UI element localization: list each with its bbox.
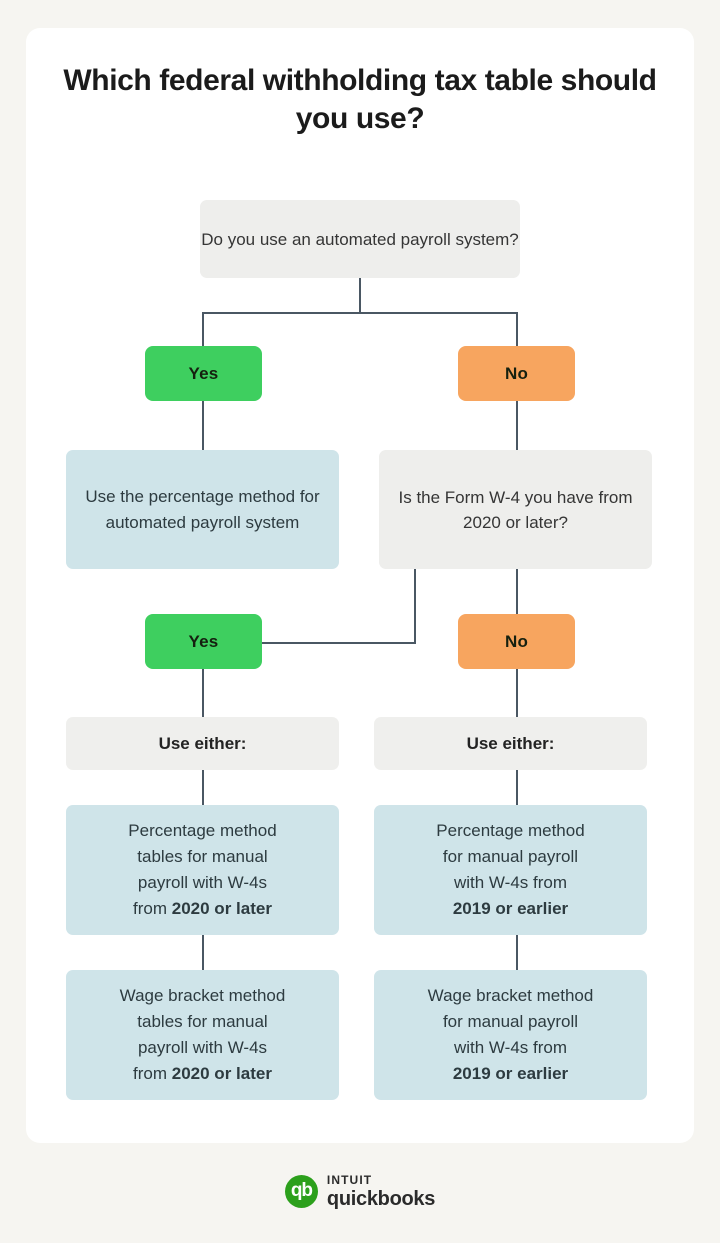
question-form-w4-year-text: Is the Form W-4 you have from 2020 or la…	[398, 487, 633, 532]
answer-no-automated-payroll[interactable]: No	[458, 346, 575, 401]
option-left-wage-bracket-method: Wage bracket method tables for manual pa…	[66, 970, 339, 1100]
connector-q1-to-no	[516, 312, 518, 347]
question-form-w4-year: Is the Form W-4 you have from 2020 or la…	[379, 450, 652, 569]
option-right-wage-line4-bold: 2019 or earlier	[452, 1064, 569, 1083]
option-left-percentage-line4-plain: from	[133, 899, 172, 918]
logo-quickbooks-text: quickbooks	[326, 1188, 436, 1210]
logo-wordmark: INTUIT quickbooks	[327, 1174, 435, 1209]
connector-q2-yes-left	[262, 642, 416, 644]
logo-intuit-text: INTUIT	[326, 1173, 373, 1187]
option-left-wage-line4-plain: from	[133, 1064, 172, 1083]
quickbooks-circle-icon: qb	[284, 1175, 318, 1208]
connector-q1-to-yes	[202, 312, 204, 347]
connector-yes-to-result	[202, 401, 204, 450]
question-automated-payroll-text: Do you use an automated payroll system?	[201, 229, 519, 249]
option-left-wage-line3: payroll with W-4s	[137, 1038, 268, 1057]
answer-no-automated-payroll-label: No	[504, 363, 529, 383]
connector-yes2-to-either	[202, 669, 204, 717]
connector-q1-down	[359, 278, 361, 313]
option-right-percentage-line2: for manual payroll	[442, 847, 579, 866]
answer-yes-automated-payroll-label: Yes	[188, 363, 219, 383]
quickbooks-monogram: qb	[290, 1180, 313, 1201]
use-either-left: Use either:	[66, 717, 339, 770]
result-percentage-automated-text: Use the percentage method for automated …	[85, 486, 320, 532]
result-percentage-automated: Use the percentage method for automated …	[66, 450, 339, 569]
connector-no2-to-either	[516, 669, 518, 717]
connector-q2-yes-down	[414, 569, 416, 643]
option-left-percentage-line2: tables for manual	[137, 847, 268, 866]
connector-either-left-down	[202, 770, 204, 805]
option-right-wage-line2: for manual payroll	[442, 1012, 579, 1031]
use-either-right: Use either:	[374, 717, 647, 770]
option-left-percentage-method-text: Percentage method tables for manual payr…	[128, 818, 276, 922]
intuit-quickbooks-logo: qb INTUIT quickbooks	[0, 1174, 720, 1209]
option-right-percentage-method: Percentage method for manual payroll wit…	[374, 805, 647, 935]
option-right-wage-line1: Wage bracket method	[427, 986, 594, 1005]
option-left-percentage-line3: payroll with W-4s	[137, 873, 268, 892]
connector-right-option1-to-option2	[516, 935, 518, 970]
answer-yes-automated-payroll[interactable]: Yes	[145, 346, 262, 401]
connector-q2-no-down	[516, 569, 518, 614]
answer-yes-w4-2020-later[interactable]: Yes	[145, 614, 262, 669]
option-left-percentage-line4-bold: 2020 or later	[171, 899, 272, 918]
option-right-wage-line3: with W-4s from	[453, 1038, 568, 1057]
answer-no-w4-2020-later-label: No	[504, 631, 529, 651]
option-right-percentage-line1: Percentage method	[436, 821, 585, 840]
option-right-wage-bracket-text: Wage bracket method for manual payroll w…	[428, 983, 594, 1087]
answer-no-w4-2020-later[interactable]: No	[458, 614, 575, 669]
connector-either-right-down	[516, 770, 518, 805]
option-right-percentage-method-text: Percentage method for manual payroll wit…	[436, 818, 584, 922]
connector-no-to-q2	[516, 401, 518, 450]
connector-left-option1-to-option2	[202, 935, 204, 970]
option-left-percentage-method: Percentage method tables for manual payr…	[66, 805, 339, 935]
option-right-percentage-line3: with W-4s from	[453, 873, 568, 892]
option-left-wage-line4-bold: 2020 or later	[171, 1064, 272, 1083]
option-left-percentage-line1: Percentage method	[128, 821, 277, 840]
option-right-percentage-line4-bold: 2019 or earlier	[452, 899, 569, 918]
connector-q1-split-bar	[202, 312, 518, 314]
use-either-right-label: Use either:	[466, 733, 555, 753]
option-left-wage-bracket-text: Wage bracket method tables for manual pa…	[120, 983, 286, 1087]
answer-yes-w4-2020-later-label: Yes	[188, 631, 219, 651]
page-title: Which federal withholding tax table shou…	[63, 64, 657, 135]
option-left-wage-line2: tables for manual	[137, 1012, 268, 1031]
question-automated-payroll: Do you use an automated payroll system?	[200, 200, 520, 278]
use-either-left-label: Use either:	[158, 733, 247, 753]
option-right-wage-bracket-method: Wage bracket method for manual payroll w…	[374, 970, 647, 1100]
option-left-wage-line1: Wage bracket method	[119, 986, 286, 1005]
